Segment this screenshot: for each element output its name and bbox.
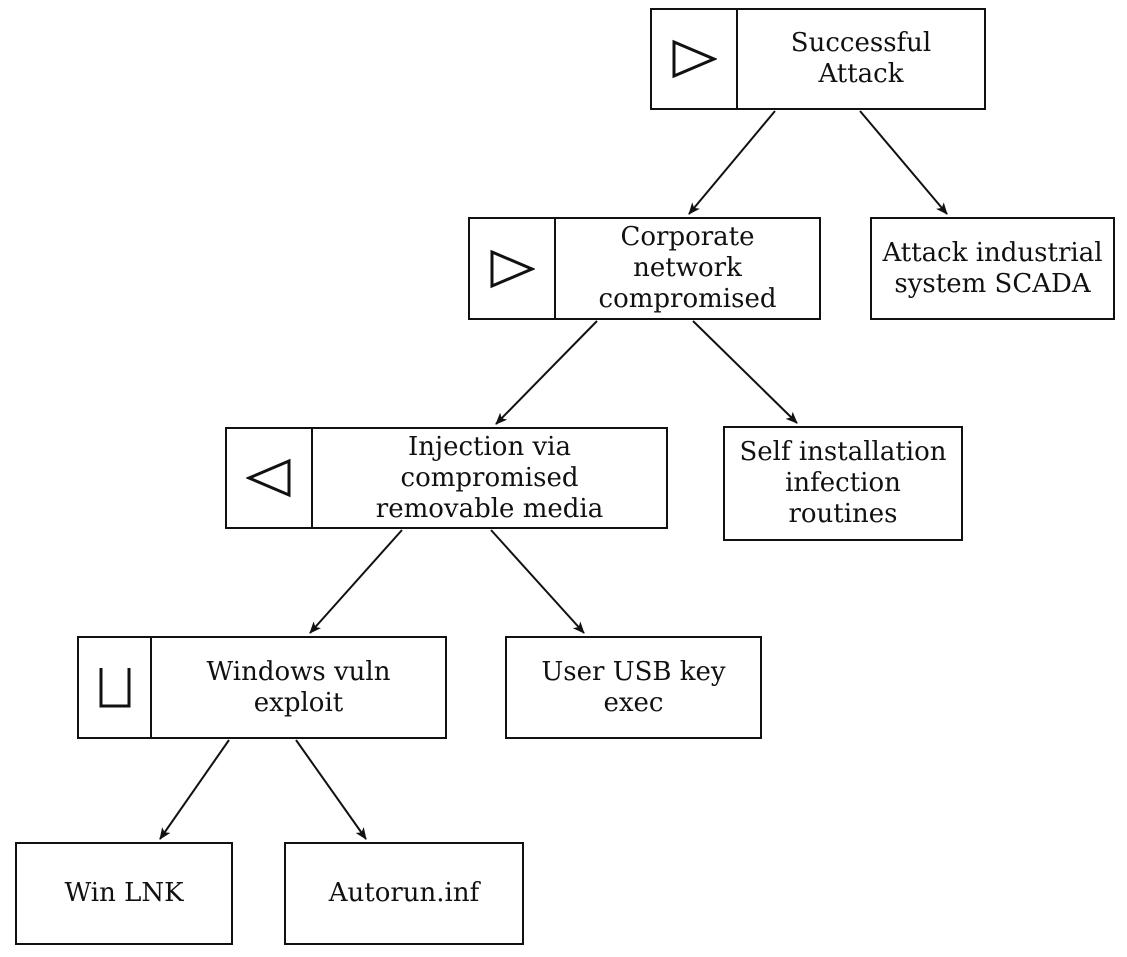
node-label: Injection via compromised removable medi…: [313, 429, 666, 527]
edge-inject-to-usb: [490, 529, 585, 634]
node-label: Corporate network compromised: [556, 219, 819, 318]
edge-corp-to-inject: [495, 320, 598, 425]
edge-inject-to-win: [309, 529, 403, 634]
node-label-line: Win LNK: [64, 878, 184, 908]
node-label-line: Windows vuln exploit: [206, 656, 391, 718]
node-label-line: removable media: [375, 493, 604, 524]
and-gate-right-triangle-icon: [652, 10, 738, 108]
node-label: Attack industrial system SCADA: [872, 219, 1113, 318]
node-autorun-inf: Autorun.inf: [284, 842, 524, 945]
edge-root-to-scada: [859, 110, 948, 215]
node-label: Self installation infection routines: [725, 428, 961, 539]
node-label-line: User USB key exec: [541, 656, 726, 718]
node-label: Win LNK: [17, 844, 231, 943]
edge-win-to-auto: [295, 739, 367, 840]
node-label-line: infection routines: [785, 468, 901, 529]
edge-win-to-lnk: [159, 739, 230, 840]
node-label-line: Autorun.inf: [328, 878, 480, 908]
node-label: Windows vuln exploit: [152, 638, 445, 737]
node-corporate-network-compromised: Corporate network compromised: [468, 217, 821, 320]
node-successful-attack: Successful Attack: [650, 8, 986, 110]
node-label-line: Self installation: [739, 437, 947, 467]
node-windows-vuln-exploit: Windows vuln exploit: [77, 636, 447, 739]
node-label-line: Corporate network: [620, 222, 755, 283]
node-injection-via-removable-media: Injection via compromised removable medi…: [225, 427, 668, 529]
node-label: Successful Attack: [738, 10, 984, 108]
node-user-usb-key-exec: User USB key exec: [505, 636, 762, 739]
edge-corp-to-self: [692, 320, 798, 424]
node-attack-industrial-system-scada: Attack industrial system SCADA: [870, 217, 1115, 320]
node-label-line: Successful Attack: [790, 28, 932, 89]
and-gate-right-triangle-icon: [470, 219, 556, 318]
node-label-line: Attack industrial: [882, 237, 1103, 268]
gate-left-triangle-icon: [227, 429, 313, 527]
node-win-lnk: Win LNK: [15, 842, 233, 945]
or-gate-cup-icon: [79, 638, 152, 737]
node-label: User USB key exec: [507, 638, 760, 737]
node-label-line: system SCADA: [894, 268, 1091, 299]
node-label: Autorun.inf: [286, 844, 522, 943]
node-self-installation-infection-routines: Self installation infection routines: [723, 426, 963, 541]
edge-root-to-corp: [688, 110, 776, 215]
node-label-line: Injection via compromised: [400, 431, 579, 493]
node-label-line: compromised: [598, 284, 777, 314]
